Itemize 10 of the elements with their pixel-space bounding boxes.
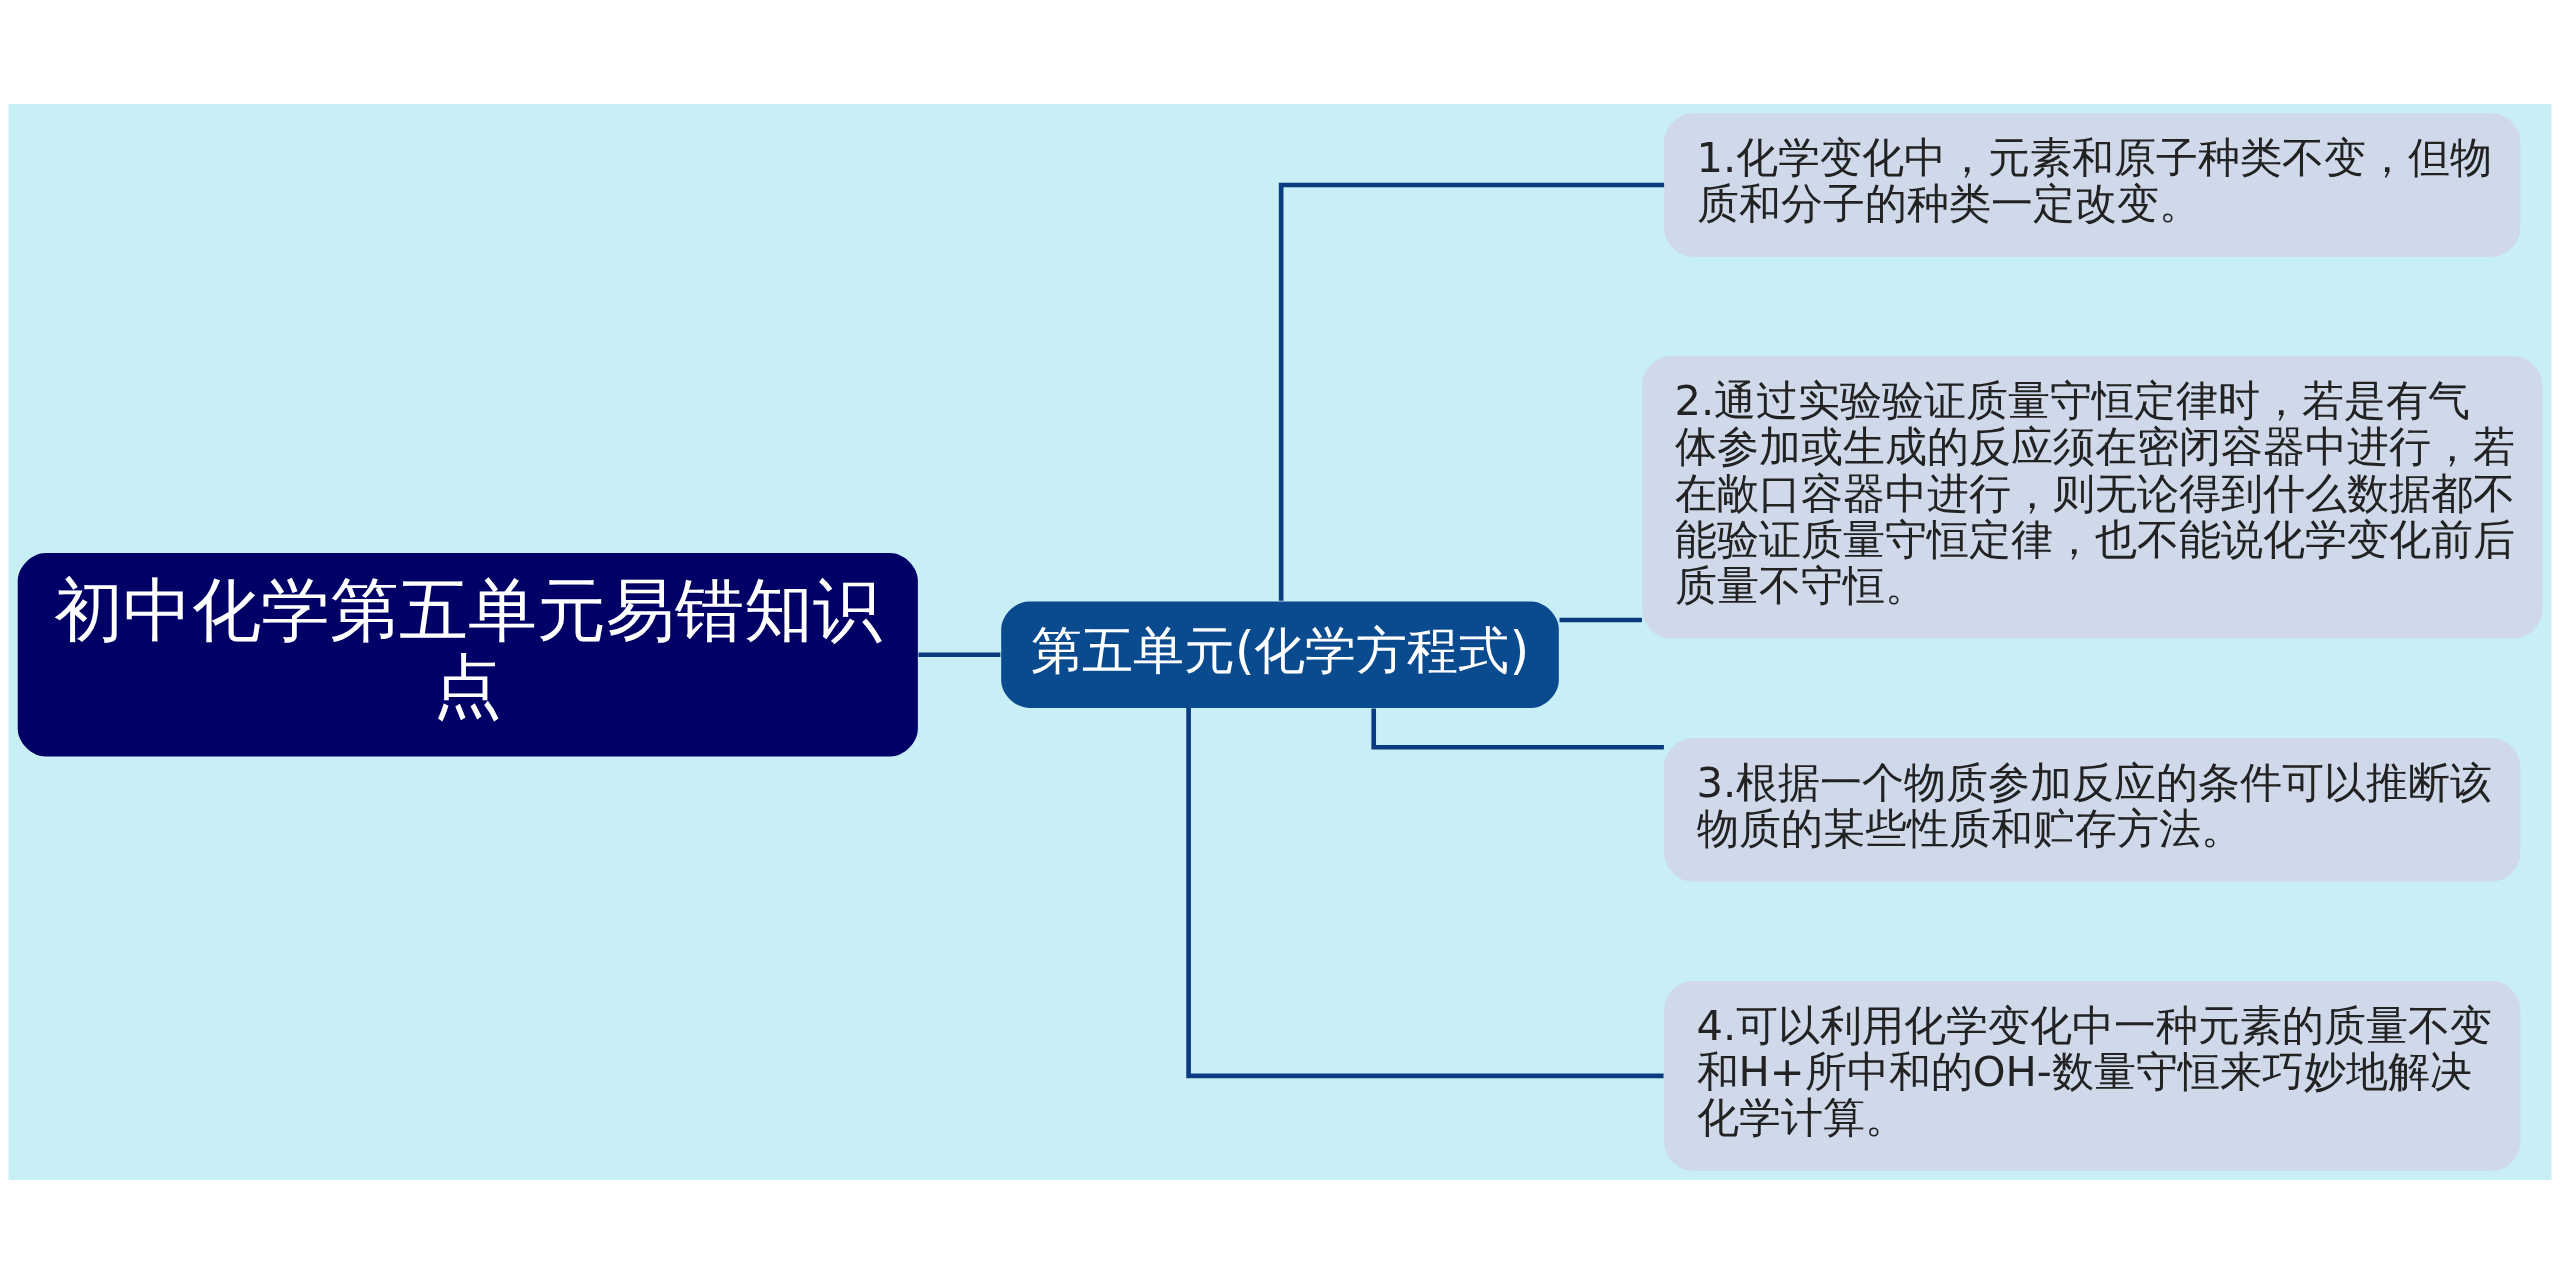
connector — [918, 651, 1001, 657]
connector — [1186, 707, 1664, 1078]
connector — [1559, 617, 1642, 622]
connector — [1278, 182, 1665, 601]
node-box: 4.可以利用化学变化中一种元素的质量不变和H+所中和的OH-数量守恒来巧妙地解决化学计算。 — [1664, 980, 2521, 1171]
node-box: 2.通过实验验证质量守恒定律时，若是有气体参加或生成的反应须在密闭容器中进行，若在敞口容器中进行，则无论得到什么数据都不能验证质量守恒定律，也不能说化学变化前后质量不守恒。 — [1642, 355, 2543, 639]
node-box: 第五单元(化学方程式) — [1001, 601, 1559, 708]
node-box: 1.化学变化中，元素和原子种类不变，但物质和分子的种类一定改变。 — [1664, 112, 2521, 257]
node-box: 3.根据一个物质参加反应的条件可以推断该物质的某些性质和贮存方法。 — [1664, 737, 2521, 881]
node-box: 初中化学第五单元易错知识点 — [17, 552, 918, 757]
